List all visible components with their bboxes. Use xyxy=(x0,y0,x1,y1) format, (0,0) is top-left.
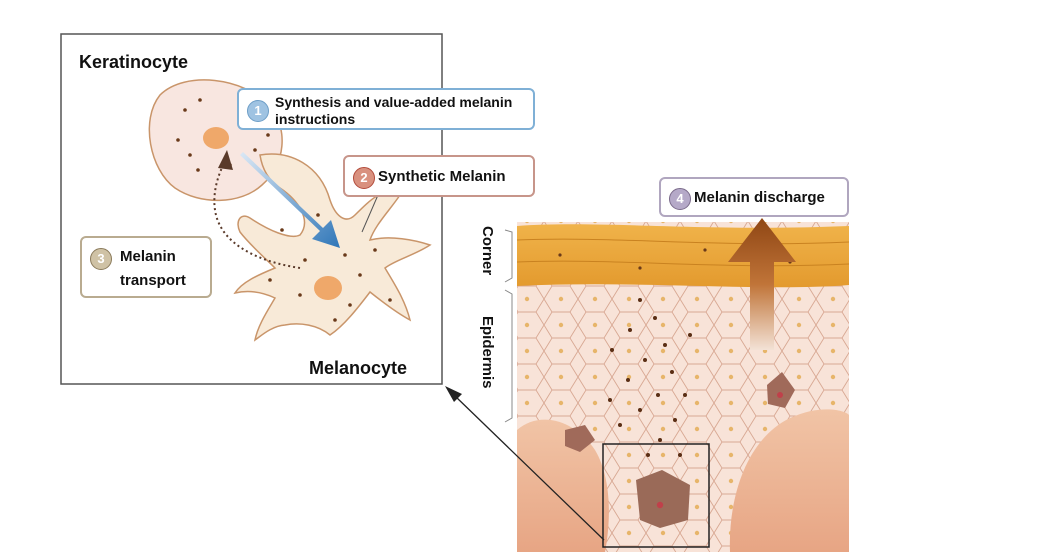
step-1-callout: 1 Synthesis and value-added melanin inst… xyxy=(237,88,535,130)
zoom-pointer-line xyxy=(454,395,605,541)
step-2-number: 2 xyxy=(353,167,375,189)
epidermis-label: Epidermis xyxy=(479,316,496,389)
step-1-text-line2: instructions xyxy=(275,111,356,127)
step-2-text: Synthetic Melanin xyxy=(378,168,506,185)
zoom-box xyxy=(602,443,710,548)
melanin-discharge-arrow xyxy=(728,218,796,350)
step-3-callout: 3 Melanin transport xyxy=(80,236,212,298)
melanocyte-label: Melanocyte xyxy=(309,358,408,378)
step-3-number: 3 xyxy=(90,248,112,270)
corner-bracket xyxy=(504,229,513,283)
skin-cross-section xyxy=(517,222,849,552)
synthesis-arrow xyxy=(240,152,340,248)
step-2-callout: 2 Synthetic Melanin xyxy=(343,155,535,197)
step-4-callout: 4 Melanin discharge xyxy=(659,177,849,217)
transport-arrow xyxy=(213,150,301,269)
step-3-text-line2: transport xyxy=(120,272,186,289)
zoom-pointer-head xyxy=(445,386,462,402)
step-4-text: Melanin discharge xyxy=(694,189,825,206)
step-4-number: 4 xyxy=(669,188,691,210)
corner-label: Corner xyxy=(479,226,496,276)
epidermis-bracket xyxy=(504,289,513,423)
step-1-text-line1: Synthesis and value-added melanin xyxy=(275,94,513,110)
keratinocyte-label: Keratinocyte xyxy=(79,52,189,72)
step-1-number: 1 xyxy=(247,100,269,122)
synthetic-melanin-leader xyxy=(361,194,379,233)
step-3-text-line1: Melanin xyxy=(120,248,176,265)
